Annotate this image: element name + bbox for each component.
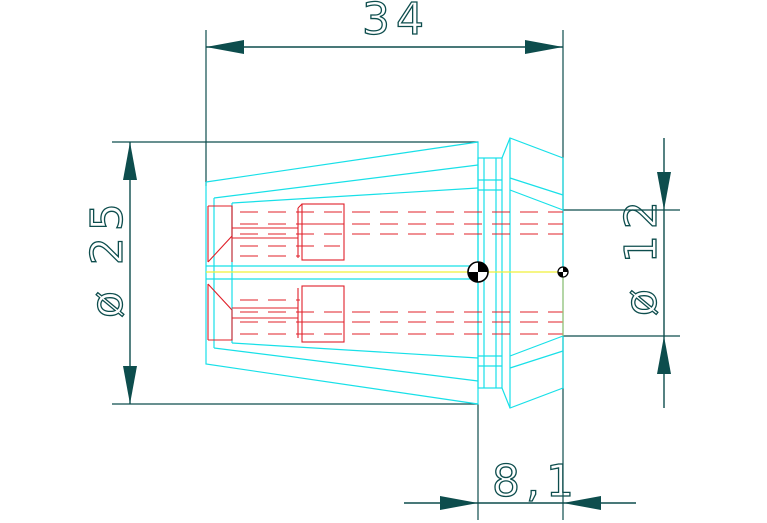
arrow-bottom <box>123 366 137 404</box>
dimension-34: 34 <box>206 0 563 54</box>
collet-outline <box>205 137 564 409</box>
dimension-8-1: 8,1 <box>404 455 636 510</box>
arrow-left <box>440 496 478 510</box>
hidden-lines <box>207 203 563 343</box>
dimension-8-1-label: 8,1 <box>492 456 580 507</box>
dimension-diameter-12: ø 12 <box>615 138 671 408</box>
dimension-diameter-25: ø 25 <box>81 142 137 404</box>
dimension-34-label: 34 <box>362 0 430 45</box>
arrow-top <box>657 172 671 210</box>
arrow-top <box>123 142 137 180</box>
arrow-right <box>525 40 563 54</box>
arrow-bottom <box>657 336 671 374</box>
arrow-right <box>563 496 601 510</box>
dimension-diameter-12-label: ø 12 <box>616 195 667 316</box>
dimension-diameter-25-label: ø 25 <box>82 197 133 318</box>
arrow-left <box>206 40 244 54</box>
center-marker-small <box>557 266 569 278</box>
axis <box>206 271 564 336</box>
extension-lines <box>112 30 680 520</box>
center-marker-large <box>467 261 489 283</box>
